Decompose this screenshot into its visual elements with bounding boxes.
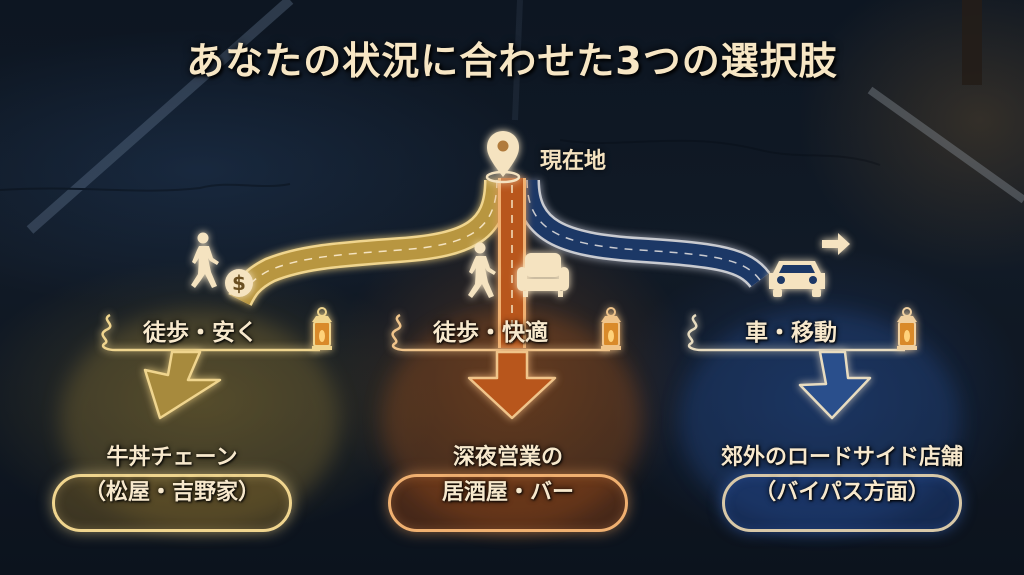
baseline-center — [391, 313, 610, 352]
destination-izakaya[interactable]: 深夜営業の 居酒屋・バー — [388, 440, 628, 510]
destination-line2: （松屋・吉野家） — [83, 480, 260, 505]
destination-line2: （バイパス方面） — [754, 480, 930, 505]
destination-card-izakaya[interactable] — [388, 474, 628, 532]
armchair-icon — [517, 253, 569, 297]
destination-roadside[interactable]: 郊外のロードサイド店舗 （バイパス方面） — [672, 440, 1012, 510]
lantern-icon — [312, 307, 917, 350]
walking-person-icon — [191, 232, 219, 288]
baseline-left — [101, 313, 320, 352]
walking-person-icon — [468, 242, 496, 298]
arrow-down-right — [798, 350, 872, 420]
dollar-coin-icon: $ — [225, 269, 253, 297]
destination-gyudon[interactable]: 牛丼チェーン （松屋・吉野家） — [52, 440, 292, 510]
svg-text:$: $ — [232, 271, 246, 295]
destination-line1: 郊外のロードサイド店舗 — [720, 445, 963, 470]
arrow-right-icon — [822, 233, 850, 255]
road-right — [514, 179, 771, 289]
option-label-car: 車・移動 — [745, 320, 837, 346]
baseline-right — [687, 313, 905, 352]
location-pin-icon — [485, 131, 521, 184]
road-left — [228, 179, 510, 306]
road-center — [498, 178, 526, 348]
option-label-walk-cheap: 徒歩・安く — [143, 320, 258, 346]
destination-line1: 牛丼チェーン — [106, 445, 238, 470]
destination-card-gyudon[interactable] — [52, 474, 292, 532]
option-label-walk-comfort: 徒歩・快適 — [433, 320, 548, 346]
destination-line2: 居酒屋・バー — [441, 480, 574, 505]
background-road-markings — [0, 0, 1024, 234]
destination-line1: 深夜営業の — [452, 445, 563, 470]
pole — [962, 0, 982, 85]
arrow-down-center — [467, 350, 557, 420]
arrow-down-left — [143, 350, 222, 420]
current-location-label: 現在地 — [540, 149, 607, 174]
destination-card-roadside[interactable] — [722, 474, 962, 532]
page-title: あなたの状況に合わせた3つの選択肢 — [186, 39, 838, 83]
car-icon — [769, 261, 825, 297]
